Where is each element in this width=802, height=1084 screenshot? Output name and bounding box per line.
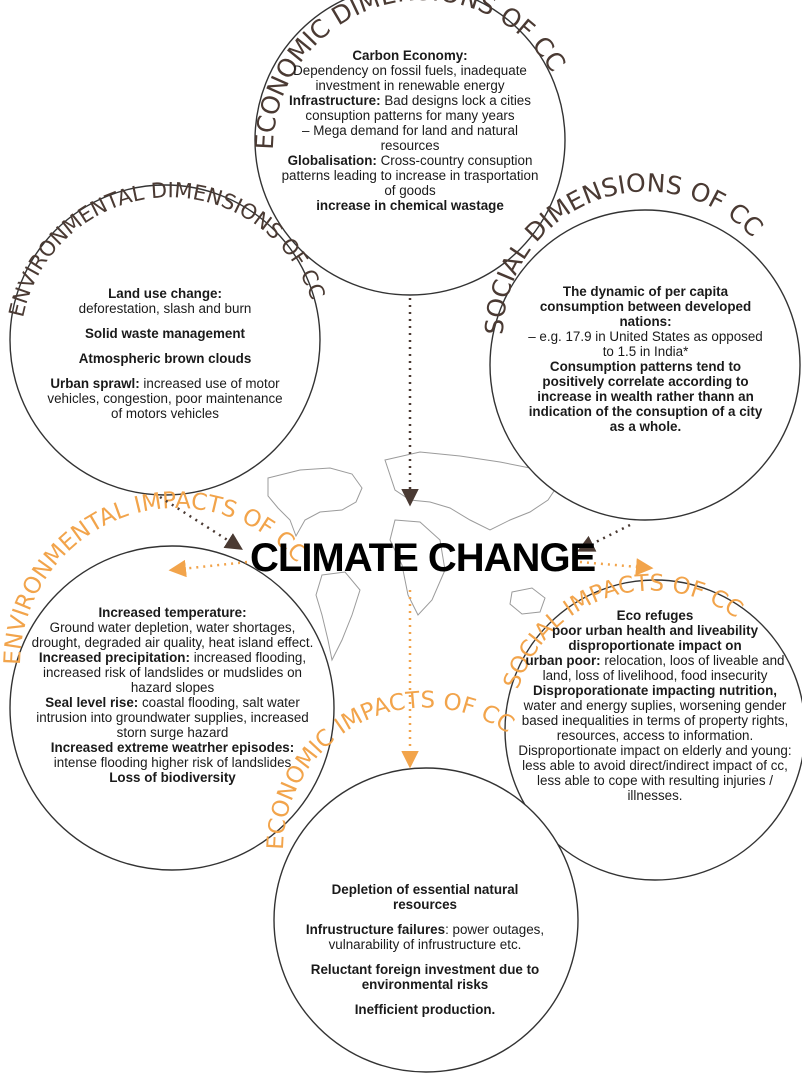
economic-impacts-circle [273,767,579,1073]
social-dimensions-circle [489,209,801,521]
climate-change-title: CLIMATE CHANGE [250,536,596,580]
list-item: Atmospheric brown clouds [78,351,252,366]
list-item: Land use change:deforestation, slash and… [78,286,252,316]
arrow-social-impacts [579,558,654,576]
list-item: Consumption patterns tend to positively … [528,359,763,434]
list-item: Depletion of essential natural resources [331,882,519,912]
list-item: Increased extreme weatrher episodes:inte… [50,740,295,770]
economic-impacts-text: Depletion of essential natural resources… [305,882,545,1017]
economic-dimensions-circle [254,0,566,296]
list-item: – e.g. 17.9 in United States as opposed … [528,329,763,359]
list-item: urban poor: relocation, loos of liveable… [525,653,785,683]
list-item: Infrustructure failures: power outages, … [305,922,545,952]
list-item: Solid waste management [85,326,245,341]
list-item: Loss of biodiversity [109,770,236,785]
arrow-environmental-dimensions [159,495,243,550]
list-item: – Mega demand for land and natural resou… [302,123,518,153]
world-map [267,451,561,662]
environmental-impacts-text: Increased temperature:Ground water deple… [30,605,315,785]
list-item: Inefficient production. [354,1002,496,1017]
social-impacts-text: Eco refuges poor urban health and liveab… [515,608,795,803]
list-item: Disproporationate impacting nutrition, w… [521,683,789,743]
list-item: Carbon Economy:Dependency on fossil fuel… [293,48,527,93]
environmental-impacts-circle [9,545,335,871]
list-item: The dynamic of per capita consumption be… [539,284,752,329]
list-item: Infrastructure: Bad designs lock a citie… [289,93,531,123]
list-item: Reluctant foreign investment due to envi… [310,962,540,992]
environmental-dimensions-text: Land use change:deforestation, slash and… [45,286,285,421]
social-dimensions-text: The dynamic of per capita consumption be… [523,284,768,434]
list-item: increase in chemical wastage [316,198,504,213]
economic-dimensions-text: Carbon Economy:Dependency on fossil fuel… [275,48,545,213]
social-impacts-circle [504,579,802,881]
environmental-dimensions-circle [9,184,321,496]
list-item: poor urban health and liveability dispro… [551,623,759,653]
list-item: Globalisation: Cross-country consuption … [281,153,539,198]
list-item: Increased temperature:Ground water deple… [31,605,314,650]
list-item: Eco refuges [616,608,694,623]
list-item: Seal level rise: coastal flooding, salt … [36,695,309,740]
list-item: Urban sprawl: increased use of motor veh… [47,376,283,421]
list-item: Disproportionate impact on elderly and y… [518,743,792,803]
list-item: Increased precipitation: increased flood… [38,650,307,695]
